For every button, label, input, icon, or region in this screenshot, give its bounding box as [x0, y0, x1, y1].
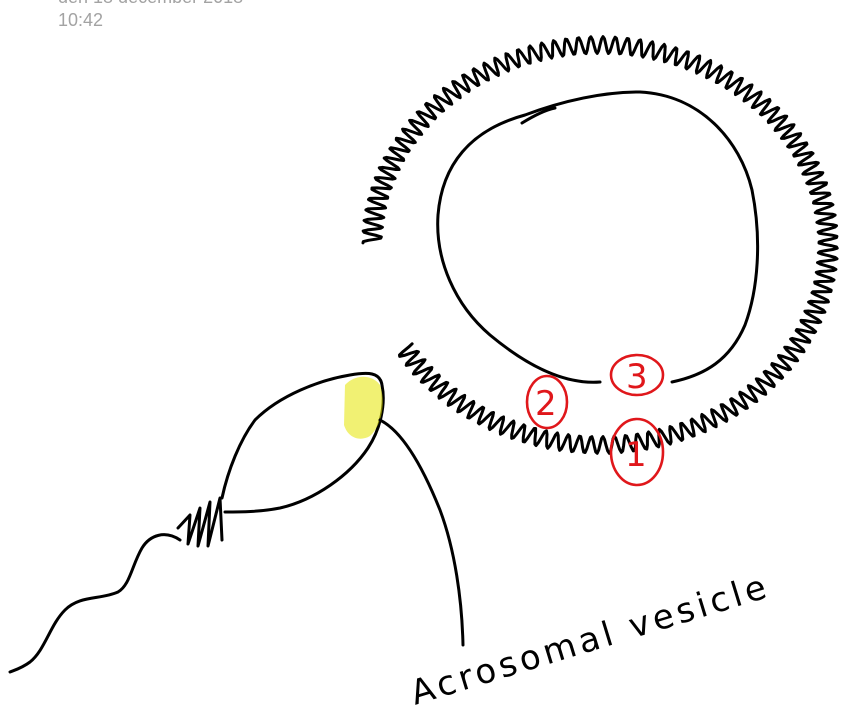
marker-1: 1	[611, 419, 663, 485]
marker-1-label: 1	[625, 435, 647, 475]
egg-membrane	[438, 92, 758, 382]
egg-outer-wavy-layer	[363, 37, 837, 454]
marker-3-label: 3	[626, 357, 648, 397]
annotation-pointer-line	[380, 420, 463, 645]
marker-2-label: 2	[535, 384, 557, 424]
annotation-label: Acrosomal vesicle	[406, 566, 775, 712]
marker-3: 3	[611, 355, 663, 397]
sperm-midpiece	[178, 498, 222, 546]
sperm-tail	[10, 535, 180, 672]
marker-2: 2	[527, 376, 567, 428]
